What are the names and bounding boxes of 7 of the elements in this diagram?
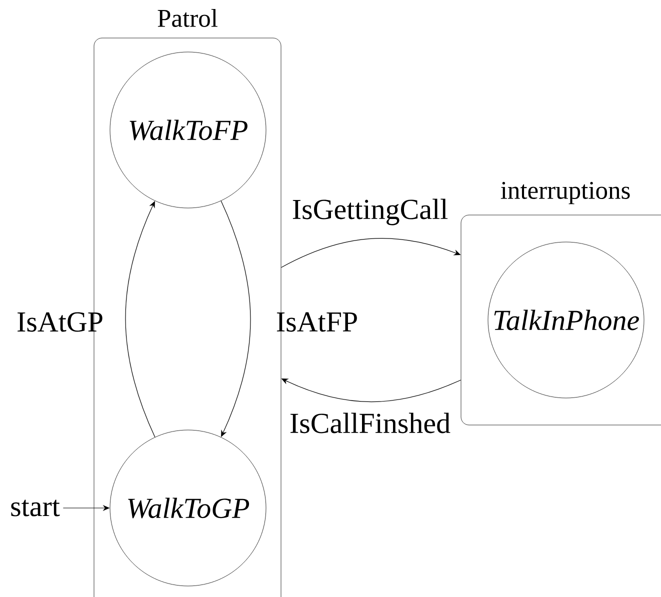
edge-label: IsAtGP [18, 312, 102, 332]
node-label: interruptions [500, 182, 630, 204]
edge-label: IsGettingCall [292, 198, 448, 226]
edge-label: IsAtFP [276, 312, 357, 332]
edge-label: IsCallFinshed [290, 412, 450, 434]
node-label: Patrol [158, 9, 218, 27]
start-label: start [11, 500, 60, 516]
